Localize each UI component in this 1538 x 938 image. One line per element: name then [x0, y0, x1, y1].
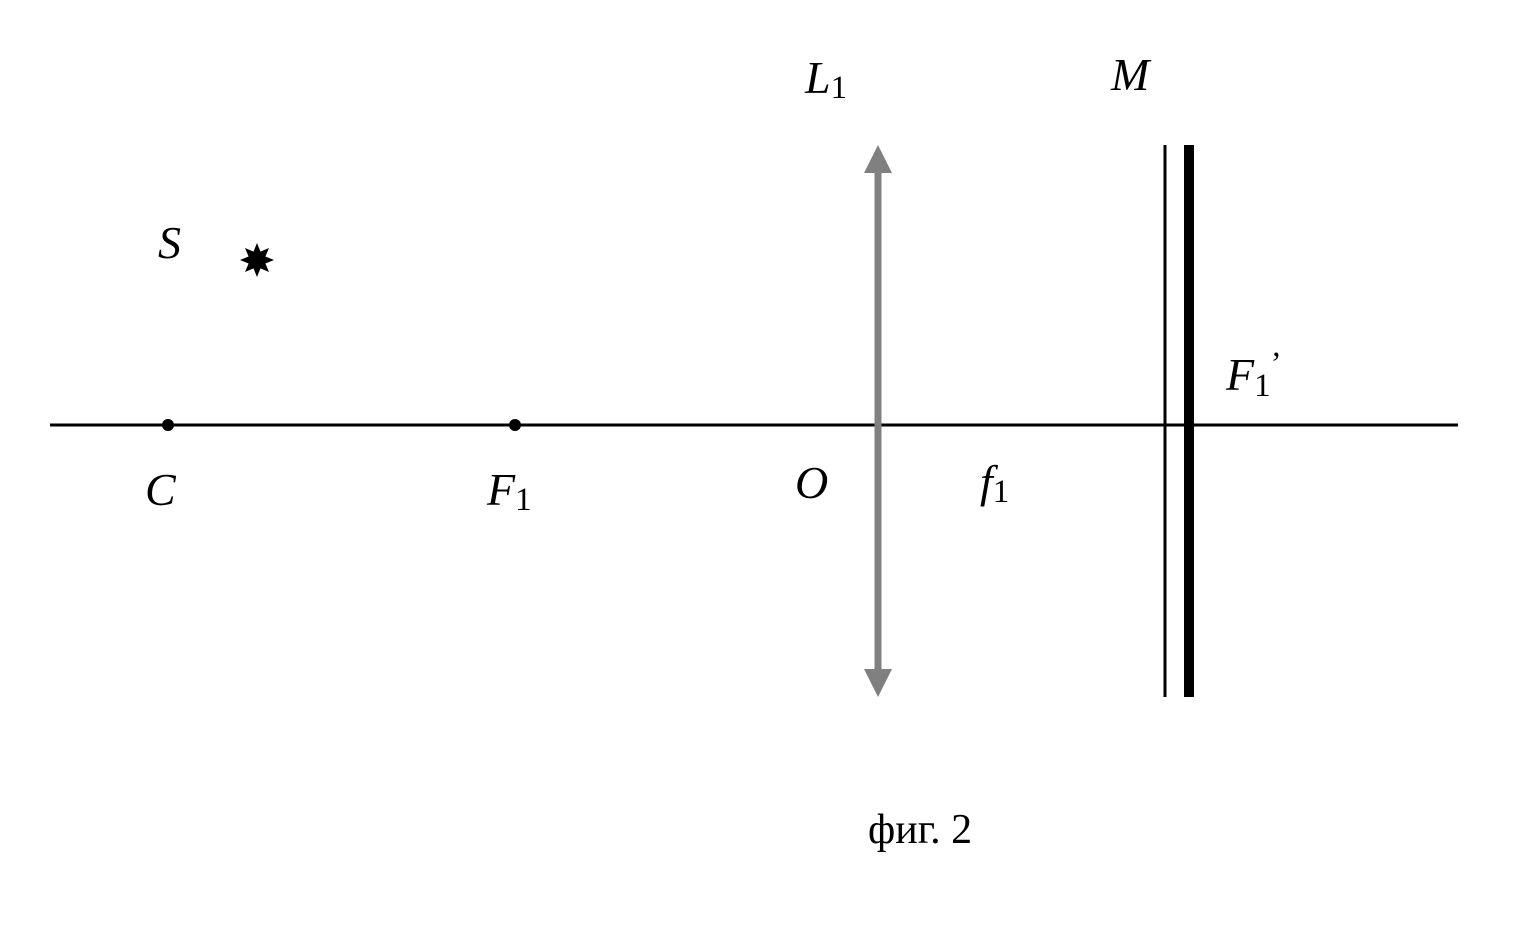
lens-label: L1: [804, 52, 847, 106]
lens-double-arrow-icon: [864, 145, 892, 697]
focal-length-label: f1: [980, 456, 1009, 510]
mirror: [1163, 145, 1194, 697]
source-label: S: [158, 217, 181, 268]
point-c-dot: [162, 419, 174, 431]
focus-label: F1: [486, 464, 532, 518]
figure-caption: фиг. 2: [868, 807, 972, 853]
lens-center-label: O: [795, 457, 828, 508]
mirror-label: M: [1110, 49, 1152, 100]
center-label: C: [145, 464, 177, 515]
point-f1-dot: [509, 419, 521, 431]
source-star-icon: [240, 243, 274, 277]
image-focus-label: F1’: [1225, 346, 1282, 404]
